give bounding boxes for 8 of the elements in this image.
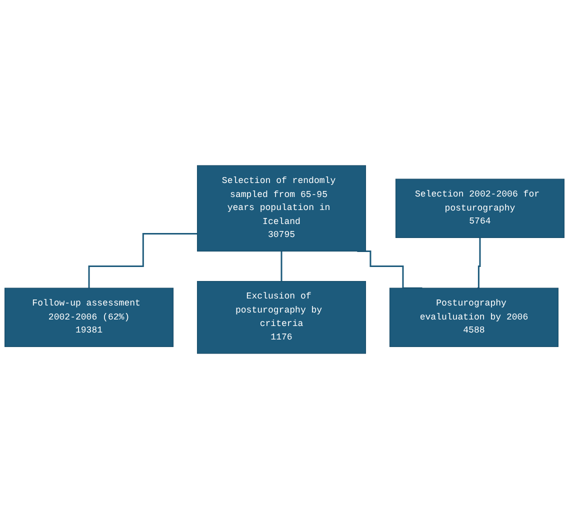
- node-box: Posturography evaluluation by 2006 4588: [389, 288, 558, 348]
- connector: [280, 250, 282, 282]
- node-box: Selection 2002-2006 for posturography 5764: [395, 178, 564, 238]
- node-box: Follow-up assessment 2002-2006 (62%) 19381: [4, 288, 174, 348]
- node-box: Exclusion of posturography by criteria 1176: [196, 281, 366, 354]
- node-box: Selection of rendomly sampled from 65-95 years population in Iceland 30795: [196, 165, 366, 252]
- connector: [477, 236, 481, 289]
- connector: [88, 232, 198, 289]
